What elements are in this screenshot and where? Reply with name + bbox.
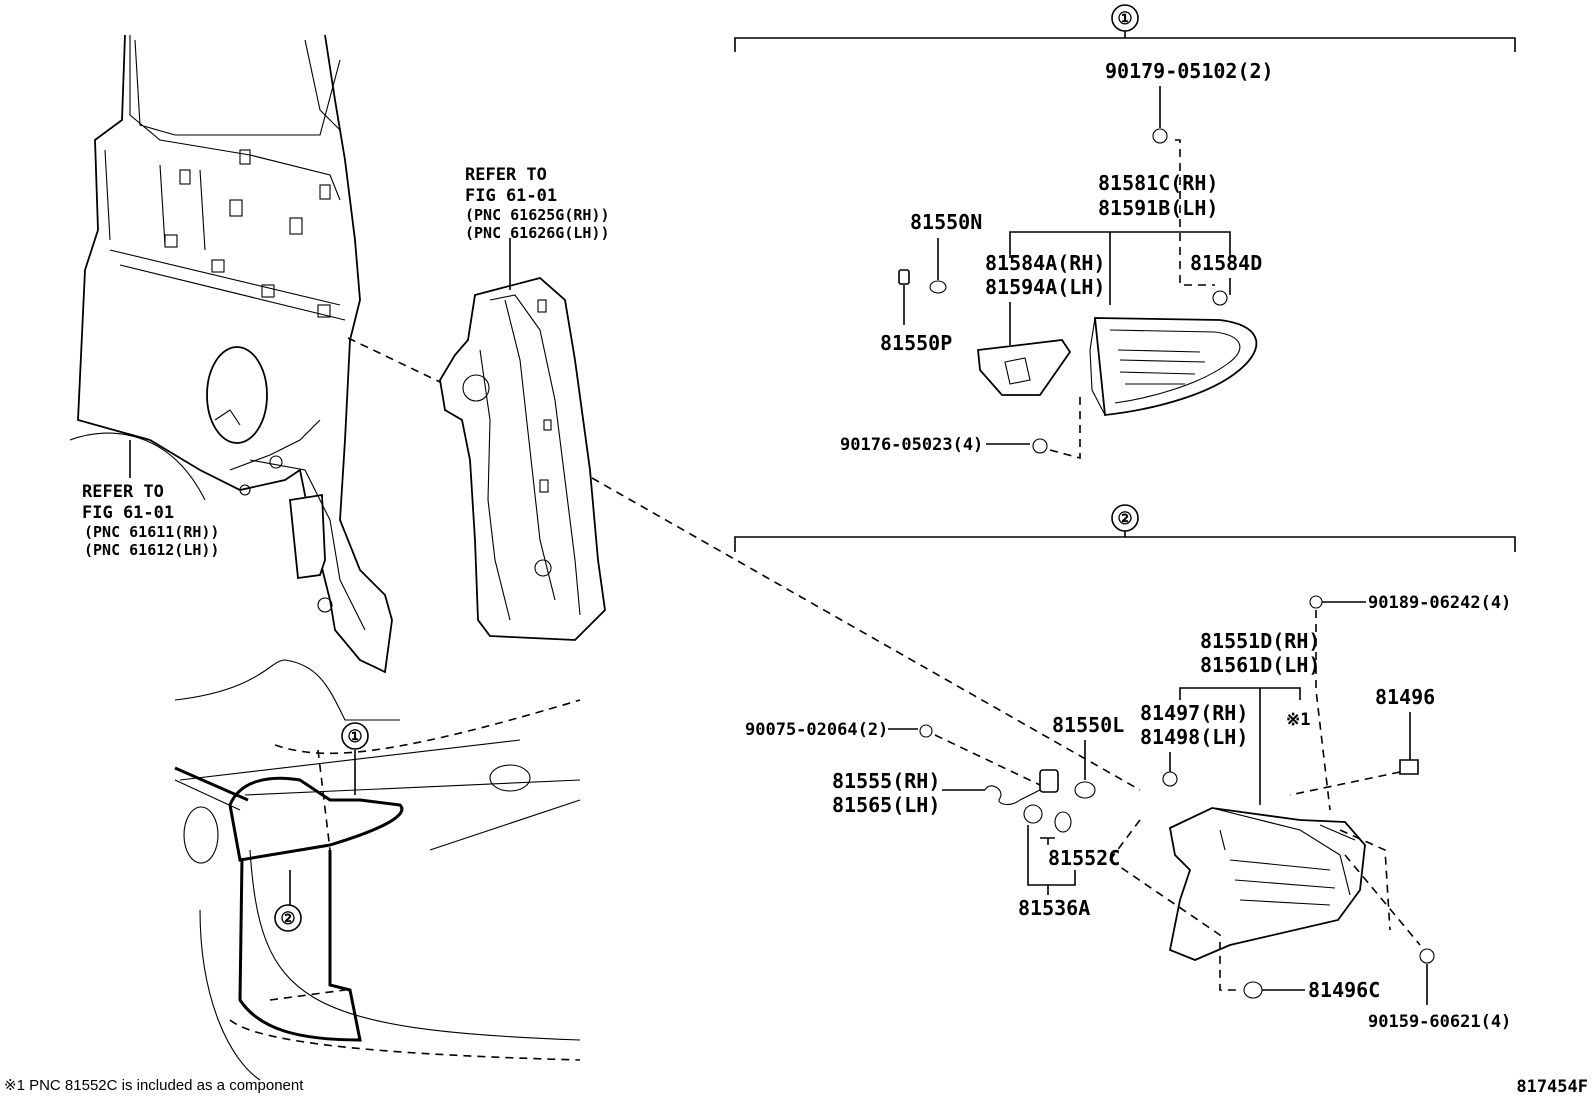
location-marker-2: ② bbox=[280, 909, 295, 929]
part-81555: 81555(RH) bbox=[832, 769, 940, 793]
group-2: ② 90189-06242(4) 81551D(RH) 81561D(LH) ※… bbox=[734, 504, 1516, 1032]
figure-id: 817454F bbox=[1516, 1077, 1588, 1097]
footnote: ※1 PNC 81552C is included as a component bbox=[4, 1077, 304, 1094]
part-81561D: 81561D(LH) bbox=[1200, 653, 1320, 677]
refer-lower-line2: FIG 61-01 bbox=[82, 503, 174, 523]
part-81550N: 81550N bbox=[910, 210, 982, 234]
group-1-marker: ① bbox=[1117, 9, 1132, 29]
part-81536A: 81536A bbox=[1018, 896, 1090, 920]
refer-upper-line2: FIG 61-01 bbox=[465, 186, 557, 206]
part-81551D: 81551D(RH) bbox=[1200, 629, 1320, 653]
note-ref-1: ※1 bbox=[1286, 710, 1310, 730]
refer-upper-line4: (PNC 61626G(LH)) bbox=[465, 224, 610, 242]
part-90189-06242: 90189-06242(4) bbox=[1368, 593, 1511, 613]
part-81498: 81498(LH) bbox=[1140, 725, 1248, 749]
inner-panel-illustration bbox=[439, 238, 606, 641]
part-90176-05023: 90176-05023(4) bbox=[840, 435, 983, 455]
part-81550P: 81550P bbox=[880, 331, 952, 355]
part-81552C: 81552C bbox=[1048, 846, 1120, 870]
leader-to-inner-panel bbox=[347, 337, 441, 383]
group-1: ① 90179-05102(2) 81581C(RH) 81591B(LH) 8… bbox=[734, 4, 1516, 460]
part-81496: 81496 bbox=[1375, 685, 1435, 709]
refer-lower-line1: REFER TO bbox=[82, 482, 164, 502]
part-90075-02064: 90075-02064(2) bbox=[745, 720, 888, 740]
part-81594A: 81594A(LH) bbox=[985, 275, 1105, 299]
part-81591B: 81591B(LH) bbox=[1098, 196, 1218, 220]
part-81581C: 81581C(RH) bbox=[1098, 171, 1218, 195]
part-90179-05102: 90179-05102(2) bbox=[1105, 59, 1274, 83]
part-81497: 81497(RH) bbox=[1140, 701, 1248, 725]
refer-lower-line3: (PNC 61611(RH)) bbox=[84, 523, 219, 541]
quarter-panel-illustration bbox=[69, 34, 393, 674]
refer-upper-line1: REFER TO bbox=[465, 165, 547, 185]
location-view: ① ② bbox=[174, 659, 581, 1081]
part-81584A: 81584A(RH) bbox=[985, 251, 1105, 275]
part-81550L: 81550L bbox=[1052, 713, 1124, 737]
refer-lower-line4: (PNC 61612(LH)) bbox=[84, 541, 219, 559]
part-81565: 81565(LH) bbox=[832, 793, 940, 817]
location-marker-1: ① bbox=[347, 727, 362, 747]
part-90159-60621: 90159-60621(4) bbox=[1368, 1012, 1511, 1032]
group-2-marker: ② bbox=[1117, 509, 1132, 529]
part-81496C: 81496C bbox=[1308, 978, 1380, 1002]
part-81584D: 81584D bbox=[1190, 251, 1262, 275]
refer-upper-line3: (PNC 61625G(RH)) bbox=[465, 206, 610, 224]
leader-to-group-2 bbox=[591, 477, 1141, 791]
